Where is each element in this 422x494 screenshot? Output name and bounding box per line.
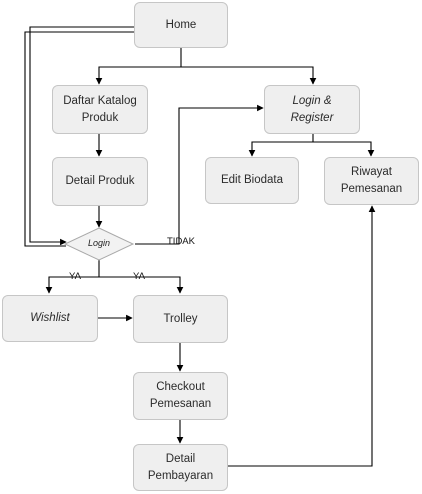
daftar-katalog-produk-node[interactable]: Daftar Katalog Produk [52,85,148,134]
login-decision-label: Login [87,238,111,248]
checkout-pemesanan-node[interactable]: Checkout Pemesanan [133,372,228,420]
edge-login-register-riwayat [313,141,375,157]
edge-home-login-register [181,66,317,85]
tidak-label: TIDAK [167,236,195,247]
edge-pembayaran-riwayat [228,205,376,467]
wishlist-node[interactable]: Wishlist [2,295,98,342]
edge-home-login-decision-a [29,26,134,246]
login-decision-diamond[interactable] [63,227,135,261]
edge-home-login-decision-b [24,31,134,247]
edge-decision-ya-wishlist [45,260,100,294]
edge-decision-ya-trolley [99,276,184,294]
trolley-node[interactable]: Trolley [133,295,228,343]
detail-produk-node[interactable]: Detail Produk [52,157,148,206]
edge-login-register-split [248,134,314,157]
login-register-node[interactable]: Login & Register [264,85,360,134]
riwayat-pemesanan-node[interactable]: Riwayat Pemesanan [324,157,419,205]
edit-biodata-node[interactable]: Edit Biodata [205,157,299,204]
edge-tidak-login-register [135,104,264,245]
ya-label-left: YA [69,271,81,282]
home-node[interactable]: Home [134,2,228,48]
detail-pembayaran-node[interactable]: Detail Pembayaran [133,444,228,491]
edge-home-split [95,47,182,85]
ya-label-right: YA [133,271,145,282]
